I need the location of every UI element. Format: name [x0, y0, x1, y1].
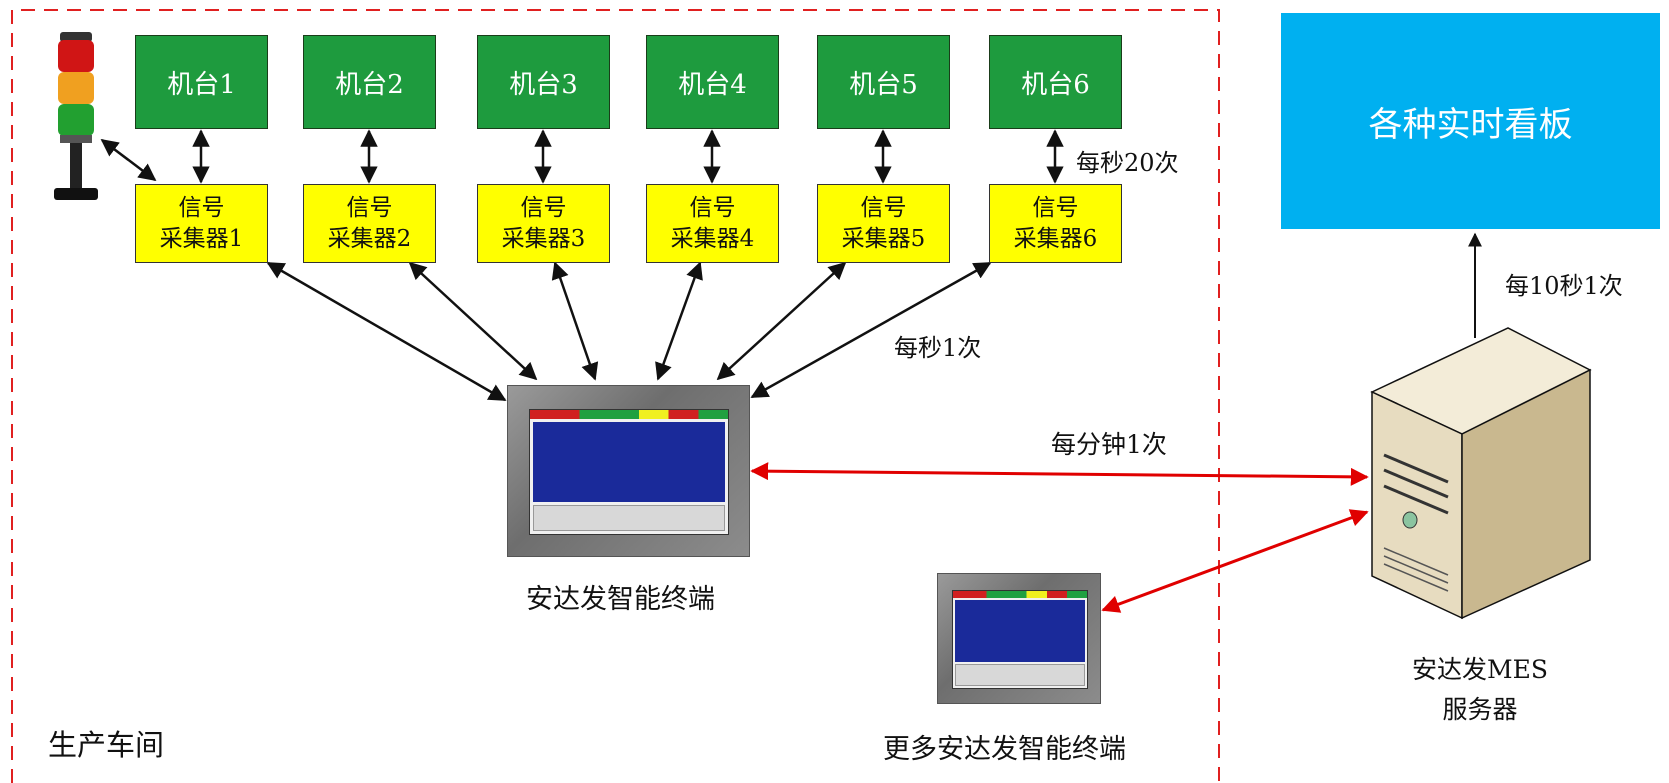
- machine-1-label: 机台1: [167, 69, 236, 100]
- secondary-terminal-screen: [952, 590, 1088, 689]
- workshop-label: 生产车间: [48, 728, 165, 762]
- link-collector6-terminal: [750, 261, 992, 399]
- machine-2-label: 机台2: [335, 69, 404, 100]
- collector-3-line1: 信号: [520, 194, 567, 221]
- collector-6-line1: 信号: [1032, 194, 1079, 221]
- signal-tower-icon: [54, 32, 98, 200]
- machine-5: 机台5: [817, 35, 950, 129]
- link-collector1-terminal: [266, 261, 507, 402]
- machine-5-label: 机台5: [849, 69, 918, 100]
- collector-4-line2: 采集器4: [670, 225, 755, 252]
- machine-3-label: 机台3: [509, 69, 578, 100]
- machine-1: 机台1: [135, 35, 268, 129]
- rate-server-board: 每10秒1次: [1505, 272, 1623, 300]
- realtime-dashboard-label: 各种实时看板: [1368, 104, 1573, 145]
- collector-5-line2: 采集器5: [841, 225, 926, 252]
- collector-4: 信号采集器4: [646, 184, 779, 263]
- link-collector5-terminal: [716, 261, 847, 381]
- rate-collector-machine: 每秒20次: [1076, 149, 1179, 177]
- machine-4-label: 机台4: [678, 69, 747, 100]
- link-more-terminals-server: [1101, 509, 1369, 613]
- server-label: 安达发MES 服务器: [1412, 650, 1548, 730]
- collector-2: 信号采集器2: [303, 184, 436, 263]
- collector-3-line2: 采集器3: [501, 225, 586, 252]
- link-terminal-server: [750, 462, 1369, 486]
- server-label-line2: 服务器: [1442, 695, 1518, 724]
- server-label-line1: 安达发MES: [1412, 655, 1548, 684]
- collector-5-line1: 信号: [860, 194, 907, 221]
- realtime-dashboard-box: 各种实时看板: [1281, 13, 1660, 229]
- server-tower-icon: [1370, 327, 1592, 620]
- collector-1: 信号采集器1: [135, 184, 268, 263]
- terminal-label: 安达发智能终端: [526, 584, 715, 615]
- machine-4: 机台4: [646, 35, 779, 129]
- terminal-screen: [529, 409, 729, 535]
- collector-4-line1: 信号: [689, 194, 736, 221]
- collector-1-line2: 采集器1: [159, 225, 244, 252]
- collector-2-line2: 采集器2: [327, 225, 412, 252]
- machine-3: 机台3: [477, 35, 610, 129]
- collector-5: 信号采集器5: [817, 184, 950, 263]
- rate-terminal-collector: 每秒1次: [894, 334, 982, 362]
- machine-2: 机台2: [303, 35, 436, 129]
- collector-3: 信号采集器3: [477, 184, 610, 263]
- machine-6: 机台6: [989, 35, 1122, 129]
- touch-panel-terminal-icon-secondary: [937, 573, 1101, 704]
- more-terminals-label: 更多安达发智能终端: [883, 734, 1126, 765]
- link-collector3-terminal: [551, 261, 599, 381]
- link-collector2-terminal: [408, 261, 538, 381]
- link-collector4-terminal: [655, 261, 703, 381]
- rate-terminal-server: 每分钟1次: [1051, 430, 1167, 459]
- touch-panel-terminal-icon: [507, 385, 750, 557]
- collector-6-line2: 采集器6: [1013, 225, 1098, 252]
- link-tower-collector1: [100, 138, 157, 182]
- collector-1-line1: 信号: [178, 194, 225, 221]
- collector-2-line1: 信号: [346, 194, 393, 221]
- collector-6: 信号采集器6: [989, 184, 1122, 263]
- machine-6-label: 机台6: [1021, 69, 1090, 100]
